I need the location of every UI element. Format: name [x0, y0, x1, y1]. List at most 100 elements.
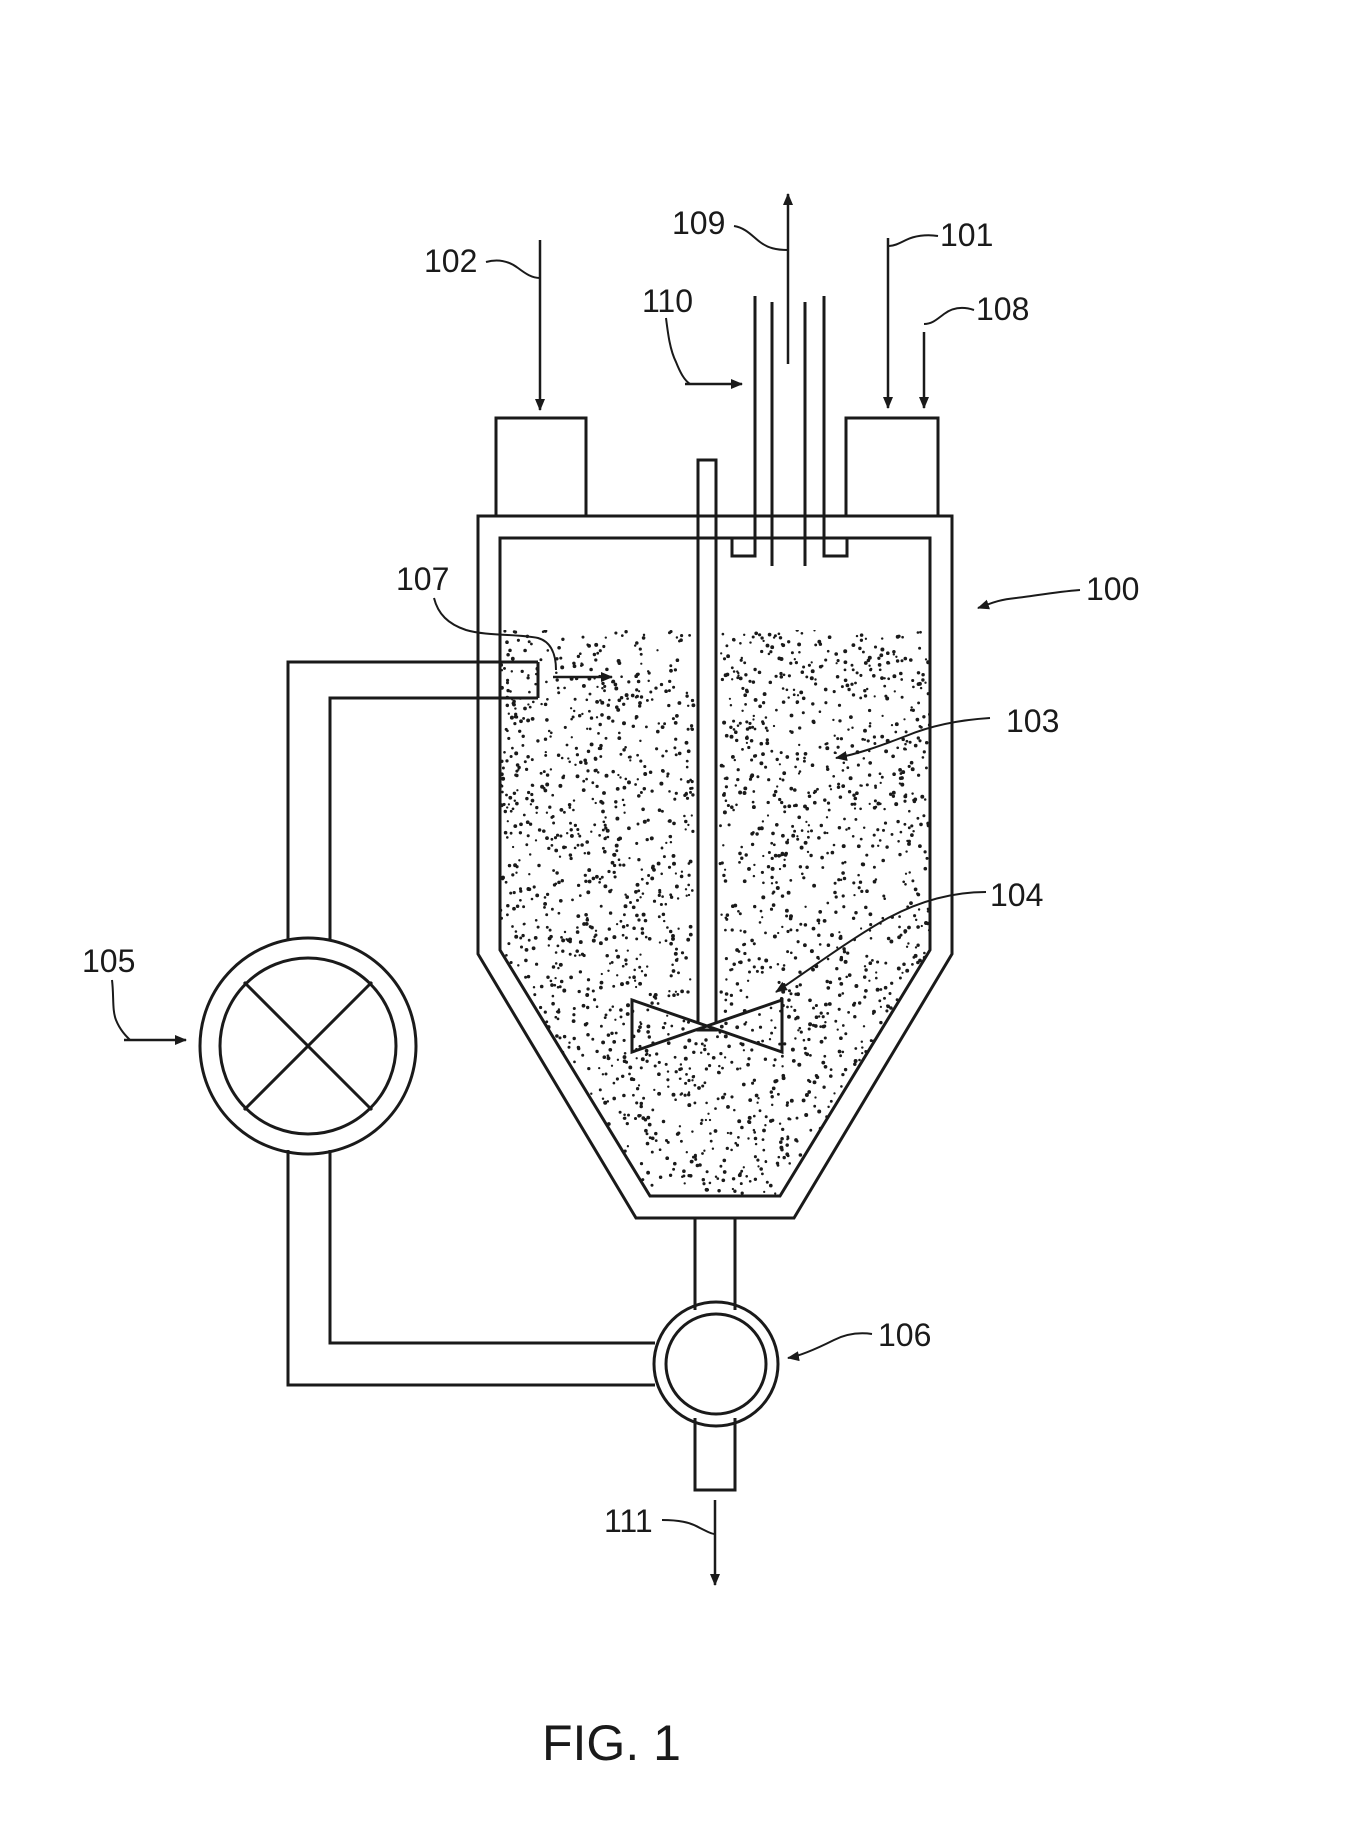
slurry-particle: [587, 1149, 591, 1153]
slurry-particle: [900, 782, 905, 787]
slurry-particle: [519, 719, 523, 724]
slurry-particle: [612, 1040, 617, 1044]
slurry-particle: [853, 893, 856, 897]
slurry-particle: [888, 1064, 893, 1069]
slurry-particle: [771, 903, 776, 907]
slurry-particle: [577, 1046, 581, 1051]
slurry-particle: [524, 958, 528, 963]
slurry-particle: [859, 784, 862, 787]
slurry-particle: [892, 650, 896, 654]
slurry-particle: [506, 652, 510, 657]
slurry-particle: [583, 1112, 587, 1115]
slurry-particle: [616, 659, 621, 663]
slurry-particle: [643, 918, 648, 923]
slurry-particle: [591, 781, 595, 785]
slurry-particle: [878, 668, 882, 672]
slurry-particle: [552, 821, 556, 825]
slurry-particle: [836, 1028, 839, 1031]
slurry-particle: [603, 1100, 608, 1105]
slurry-particle: [604, 937, 609, 941]
slurry-particle: [556, 1130, 560, 1134]
slurry-particle: [824, 701, 828, 705]
slurry-particle: [841, 992, 845, 995]
slurry-particle: [799, 1165, 804, 1170]
slurry-particle: [868, 912, 873, 917]
slurry-particle: [807, 1037, 811, 1042]
slurry-particle: [548, 1162, 552, 1165]
slurry-particle: [798, 770, 802, 773]
slurry-particle: [506, 678, 510, 682]
slurry-particle: [851, 835, 855, 838]
slurry-particle: [594, 642, 599, 647]
slurry-particle: [738, 676, 743, 681]
slurry-particle: [581, 635, 585, 639]
slurry-particle: [925, 856, 929, 860]
slurry-particle: [863, 661, 868, 665]
slurry-particle: [789, 914, 793, 919]
slurry-particle: [815, 1075, 820, 1080]
slurry-particle: [880, 734, 885, 739]
slurry-particle: [632, 975, 636, 979]
slurry-particle: [877, 1142, 881, 1147]
slurry-particle: [657, 722, 661, 725]
slurry-particle: [781, 967, 786, 971]
slurry-particle: [915, 1048, 919, 1052]
slurry-particle: [803, 840, 808, 845]
slurry-particle: [675, 947, 678, 951]
slurry-particle: [752, 1114, 756, 1118]
slurry-particle: [791, 824, 795, 828]
slurry-particle: [500, 772, 504, 777]
slurry-particle: [872, 674, 876, 678]
slurry-particle: [819, 1039, 824, 1044]
slurry-particle: [625, 1012, 630, 1016]
slurry-particle: [680, 634, 684, 638]
slurry-particle: [533, 1060, 537, 1064]
slurry-particle: [736, 777, 740, 782]
slurry-particle: [674, 753, 678, 757]
slurry-particle: [647, 679, 650, 683]
slurry-particle: [906, 1004, 910, 1009]
slurry-particle: [643, 764, 647, 769]
slurry-particle: [873, 645, 878, 649]
slurry-particle: [795, 1015, 800, 1020]
slurry-particle: [787, 674, 791, 678]
leader-102: [485, 259, 541, 279]
slurry-particle: [761, 701, 766, 705]
slurry-particle: [517, 1151, 522, 1156]
slurry-particle: [787, 640, 791, 644]
slurry-particle: [691, 793, 695, 797]
slurry-particle: [720, 677, 725, 682]
slurry-particle: [661, 754, 665, 758]
slurry-particle: [753, 1131, 757, 1134]
slurry-particle: [843, 1067, 848, 1072]
slurry-particle: [842, 947, 846, 951]
slurry-particle: [506, 820, 509, 823]
slurry-particle: [526, 676, 530, 680]
slurry-particle: [900, 678, 904, 681]
slurry-particle: [902, 962, 906, 967]
slurry-particle: [747, 866, 751, 871]
slurry-particle: [777, 931, 780, 935]
slurry-particle: [800, 872, 804, 876]
slurry-particle: [667, 1033, 670, 1036]
slurry-particle: [911, 1077, 915, 1081]
slurry-particle: [742, 791, 747, 795]
slurry-particle: [603, 689, 606, 693]
slurry-particle: [614, 805, 618, 809]
slurry-particle: [578, 954, 581, 957]
slurry-particle: [754, 1142, 758, 1146]
slurry-particle: [524, 948, 529, 952]
slurry-particle: [586, 727, 589, 730]
slurry-particle: [550, 1130, 554, 1134]
slurry-particle: [501, 1115, 504, 1118]
slurry-particle: [669, 895, 674, 899]
slurry-particle: [601, 1073, 605, 1076]
slurry-particle: [520, 1116, 525, 1120]
slurry-particle: [924, 740, 929, 745]
slurry-particle: [520, 669, 524, 674]
slurry-particle: [736, 1067, 739, 1071]
slurry-particle: [686, 704, 690, 708]
slurry-particle: [796, 835, 799, 838]
slurry-particle: [527, 938, 531, 942]
slurry-particle: [635, 913, 639, 918]
